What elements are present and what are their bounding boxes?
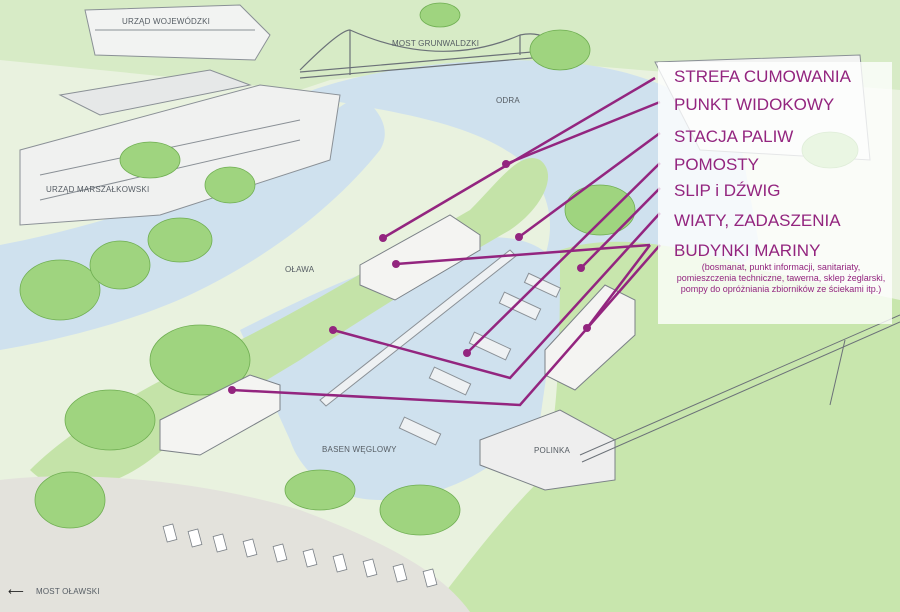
label-odra: ODRA (496, 96, 520, 105)
parking-area (0, 476, 470, 612)
legend-slip-dzwig: SLIP i DŹWIG (674, 181, 781, 200)
label-urzad-marszalkowski: URZĄD MARSZAŁKOWSKI (46, 185, 150, 194)
legend-pomosty: POMOSTY (674, 155, 760, 174)
label-olawa: OŁAWA (285, 265, 315, 274)
legend-budynki-mariny: BUDYNKI MARINY (674, 241, 821, 260)
marina-buildings (159, 214, 636, 491)
label-most-olawski: MOST OŁAWSKI (36, 587, 100, 596)
right-bank (430, 241, 900, 612)
label-basen-weglowy: BASEN WĘGLOWY (322, 445, 397, 454)
legend-note: (bosmanat, punkt informacji, sanitariaty… (676, 262, 886, 294)
label-urzad-wojewodzki: URZĄD WOJEWÓDZKI (122, 17, 211, 26)
legend-wiaty: WIATY, ZADASZENIA (674, 211, 841, 230)
callout-lines (231, 76, 661, 407)
cable-line-polinka (579, 314, 900, 463)
legend-strefa-cumowania: STREFA CUMOWANIA (674, 67, 851, 86)
building-block-top (84, 4, 271, 61)
label-most-grunwaldzki: MOST GRUNWALDZKI (392, 39, 480, 48)
legend-panel: STREFA CUMOWANIA PUNKT WIDOKOWY STACJA P… (658, 62, 892, 324)
callout-dots (228, 160, 591, 394)
parked-cars (162, 523, 438, 588)
legend-punkt-widokowy: PUNKT WIDOKOWY (674, 95, 835, 114)
bridge-grunwaldzki (299, 29, 556, 79)
arrow-left-icon: ⟵ (8, 585, 24, 598)
label-polinka: POLINKA (534, 446, 571, 455)
legend-stacja-paliw: STACJA PALIW (674, 127, 794, 146)
